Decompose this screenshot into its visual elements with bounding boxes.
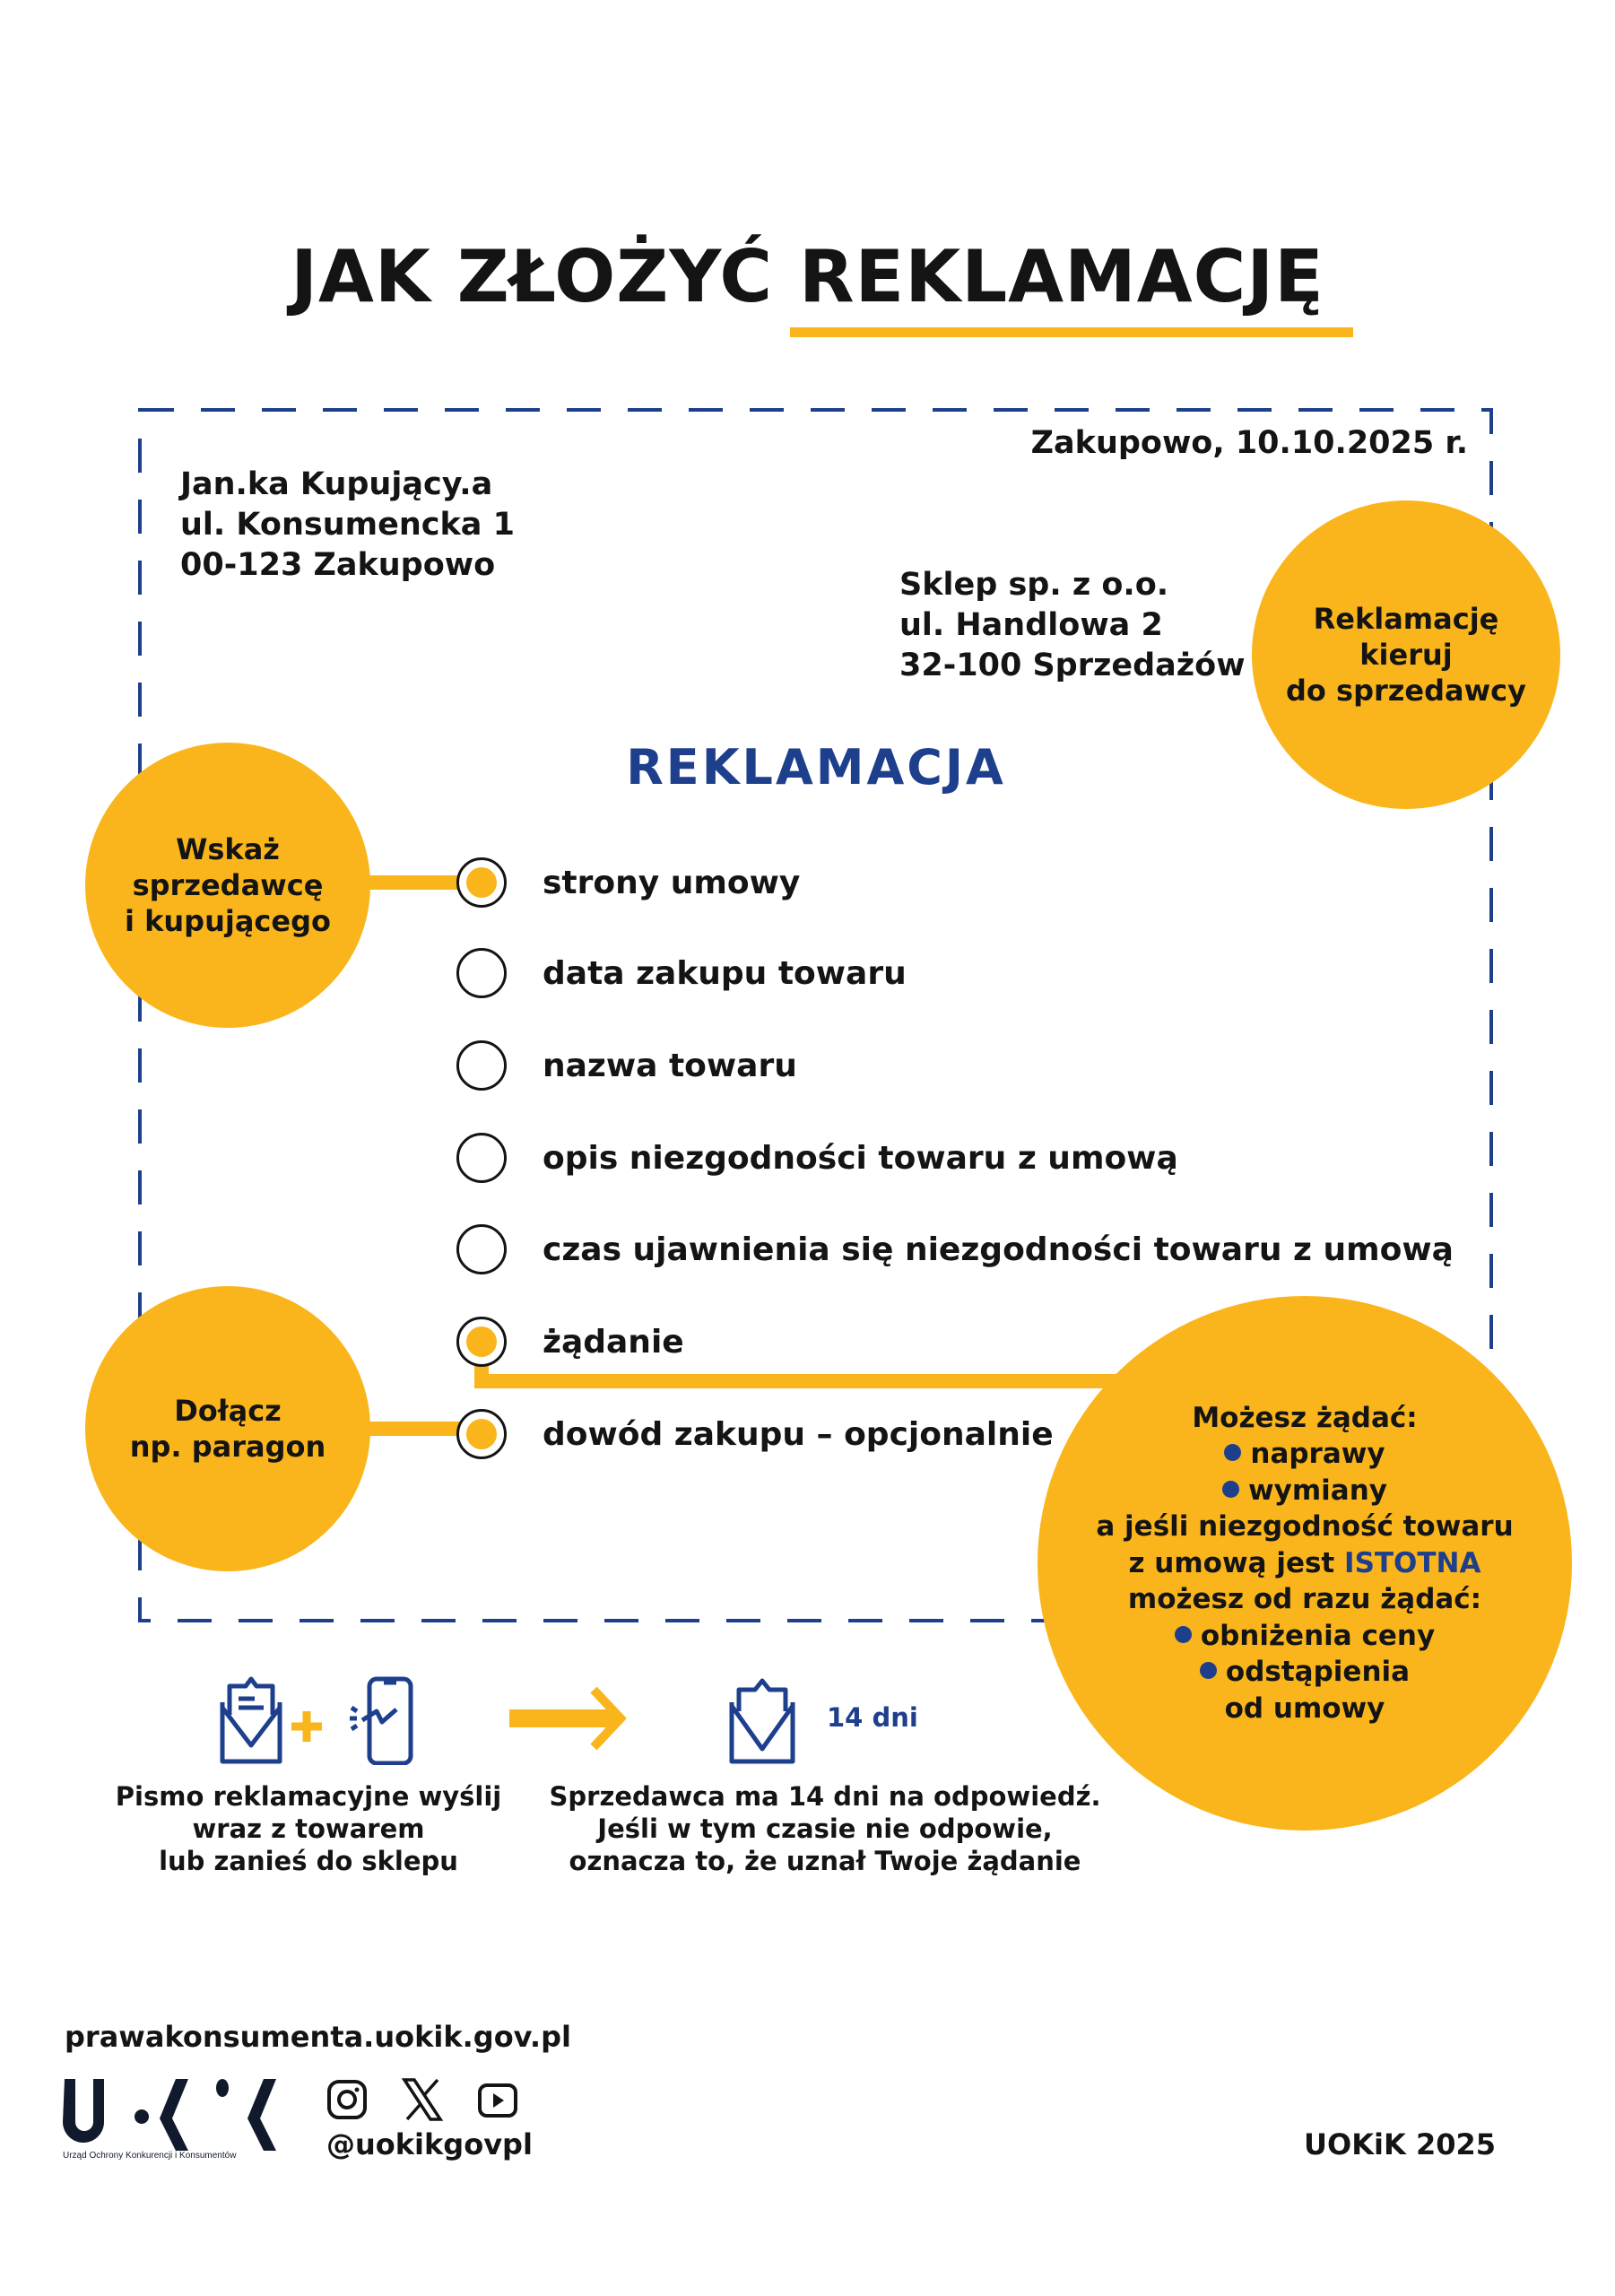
title-part1: JAK ZŁOŻYĆ <box>291 235 799 318</box>
demands-condition: możesz od razu żądać: <box>1127 1583 1482 1616</box>
sender-address: Jan.ka Kupujący.a ul. Konsumencka 1 00-1… <box>180 465 515 586</box>
checkbox-circle-icon <box>456 948 507 998</box>
checklist-item-label: opis niezgodności towaru z umową <box>543 1139 1178 1177</box>
checklist-item: data zakupu towaru <box>456 948 907 998</box>
checkbox-circle-icon <box>456 1409 507 1459</box>
connector-parties <box>359 875 475 890</box>
demand-item: odstąpienia <box>1096 1654 1513 1691</box>
step-reply-caption: Sprzedawca ma 14 dni na odpowiedź.Jeśli … <box>529 1780 1121 1877</box>
bubble-line: sprzedawcę <box>132 868 324 902</box>
seller-line: Sklep sp. z o.o. <box>899 567 1169 603</box>
demand-label: od umowy <box>1224 1692 1385 1725</box>
demands-intro: Możesz żądać: <box>1192 1401 1418 1434</box>
demand-item: obniżenia ceny <box>1096 1618 1513 1655</box>
connector-demand-horizontal <box>474 1374 1156 1388</box>
bubble-line: Reklamację <box>1313 602 1499 636</box>
checklist-item: czas ujawnienia się niezgodności towaru … <box>456 1224 1454 1274</box>
sender-line: Jan.ka Kupujący.a <box>180 466 493 502</box>
uokik-logo: Urząd Ochrony Konkurencji i Konsumentów <box>63 2079 276 2160</box>
x-twitter-icon[interactable] <box>402 2077 443 2122</box>
seller-address: Sklep sp. z o.o. ul. Handlowa 2 32-100 S… <box>899 565 1246 686</box>
demand-item: wymiany <box>1096 1473 1513 1509</box>
envelope-icon <box>729 1678 795 1764</box>
instagram-icon[interactable] <box>326 2079 368 2120</box>
checkbox-circle-icon <box>456 857 507 908</box>
bubble-line: do sprzedawcy <box>1286 674 1526 708</box>
page-title: JAK ZŁOŻYĆ REKLAMACJĘ <box>0 235 1615 318</box>
bullet-icon <box>1199 1662 1217 1680</box>
caption-line: Pismo reklamacyjne wyślij <box>115 1781 502 1812</box>
checkbox-circle-icon <box>456 1133 507 1183</box>
days-label: 14 dni <box>827 1702 918 1733</box>
youtube-icon[interactable] <box>477 2083 518 2118</box>
letter-date: Zakupowo, 10.10.2025 r. <box>1030 425 1468 461</box>
bubble-line: Wskaż <box>176 832 280 866</box>
caption-line: wraz z towarem <box>192 1813 425 1844</box>
checklist-item: dowód zakupu – opcjonalnie <box>456 1409 1054 1459</box>
demands-condition: z umową jest ISTOTNA <box>1096 1545 1513 1582</box>
demand-label: naprawy <box>1250 1438 1385 1471</box>
caption-line: Jeśli w tym czasie nie odpowie, <box>597 1813 1053 1844</box>
checklist-item-label: strony umowy <box>543 864 801 901</box>
demand-label: odstąpienia <box>1225 1656 1411 1689</box>
bubble-line: kieruj <box>1359 638 1453 672</box>
bullet-icon <box>1174 1625 1192 1643</box>
website-link[interactable]: prawakonsumenta.uokik.gov.pl <box>65 2020 571 2054</box>
bullet-icon <box>1222 1480 1239 1498</box>
demand-label: obniżenia ceny <box>1200 1619 1436 1652</box>
seller-line: 32-100 Sprzedażów <box>899 648 1246 683</box>
checklist-item-label: data zakupu towaru <box>543 954 907 992</box>
demands-condition: a jeśli niezgodność towaru <box>1096 1510 1514 1544</box>
seller-line: ul. Handlowa 2 <box>899 607 1163 643</box>
checkbox-circle-icon <box>456 1317 507 1367</box>
bubble-line: i kupującego <box>125 904 331 938</box>
title-underline <box>790 327 1353 337</box>
condition-emphasis: ISTOTNA <box>1344 1546 1481 1579</box>
checklist-item-label: dowód zakupu – opcjonalnie <box>543 1415 1054 1453</box>
checklist-item: nazwa towaru <box>456 1040 797 1091</box>
checkbox-circle-icon <box>456 1040 507 1091</box>
checklist-item-label: nazwa towaru <box>543 1047 797 1084</box>
sender-line: 00-123 Zakupowo <box>180 547 496 583</box>
checklist-item-label: czas ujawnienia się niezgodności towaru … <box>543 1231 1454 1268</box>
caption-line: lub zanieś do sklepu <box>159 1846 458 1876</box>
demand-item: naprawy <box>1096 1436 1513 1473</box>
sender-line: ul. Konsumencka 1 <box>180 507 515 543</box>
title-part2: REKLAMACJĘ <box>798 235 1324 318</box>
letter-heading: REKLAMACJA <box>626 739 1006 796</box>
arrow-right-icon <box>509 1686 627 1751</box>
bubble-demands: Możesz żądać: naprawy wymiany a jeśli ni… <box>1038 1296 1572 1831</box>
checklist-item: opis niezgodności towaru z umową <box>456 1133 1178 1183</box>
bubble-line: Dołącz <box>174 1394 282 1428</box>
demand-label: wymiany <box>1248 1474 1387 1507</box>
caption-line: Sprzedawca ma 14 dni na odpowiedź. <box>549 1781 1101 1812</box>
checklist-item-label: żądanie <box>543 1323 684 1361</box>
letter-frame <box>138 408 1493 1622</box>
letter-plus-phone-icon <box>220 1676 413 1765</box>
checklist-item: żądanie <box>456 1317 684 1367</box>
copyright: UOKiK 2025 <box>1304 2127 1496 2161</box>
svg-text:Urząd Ochrony Konkurencji i Ko: Urząd Ochrony Konkurencji i Konsumentów <box>63 2151 237 2160</box>
connector-proof <box>359 1422 475 1436</box>
checklist-item: strony umowy <box>456 857 800 908</box>
caption-line: oznacza to, że uznał Twoje żądanie <box>569 1846 1081 1876</box>
bullet-icon <box>1224 1444 1242 1462</box>
checkbox-circle-icon <box>456 1224 507 1274</box>
bubble-line: np. paragon <box>129 1430 326 1464</box>
condition-text: z umową jest <box>1128 1546 1345 1579</box>
social-handle: @uokikgovpl <box>326 2127 533 2161</box>
